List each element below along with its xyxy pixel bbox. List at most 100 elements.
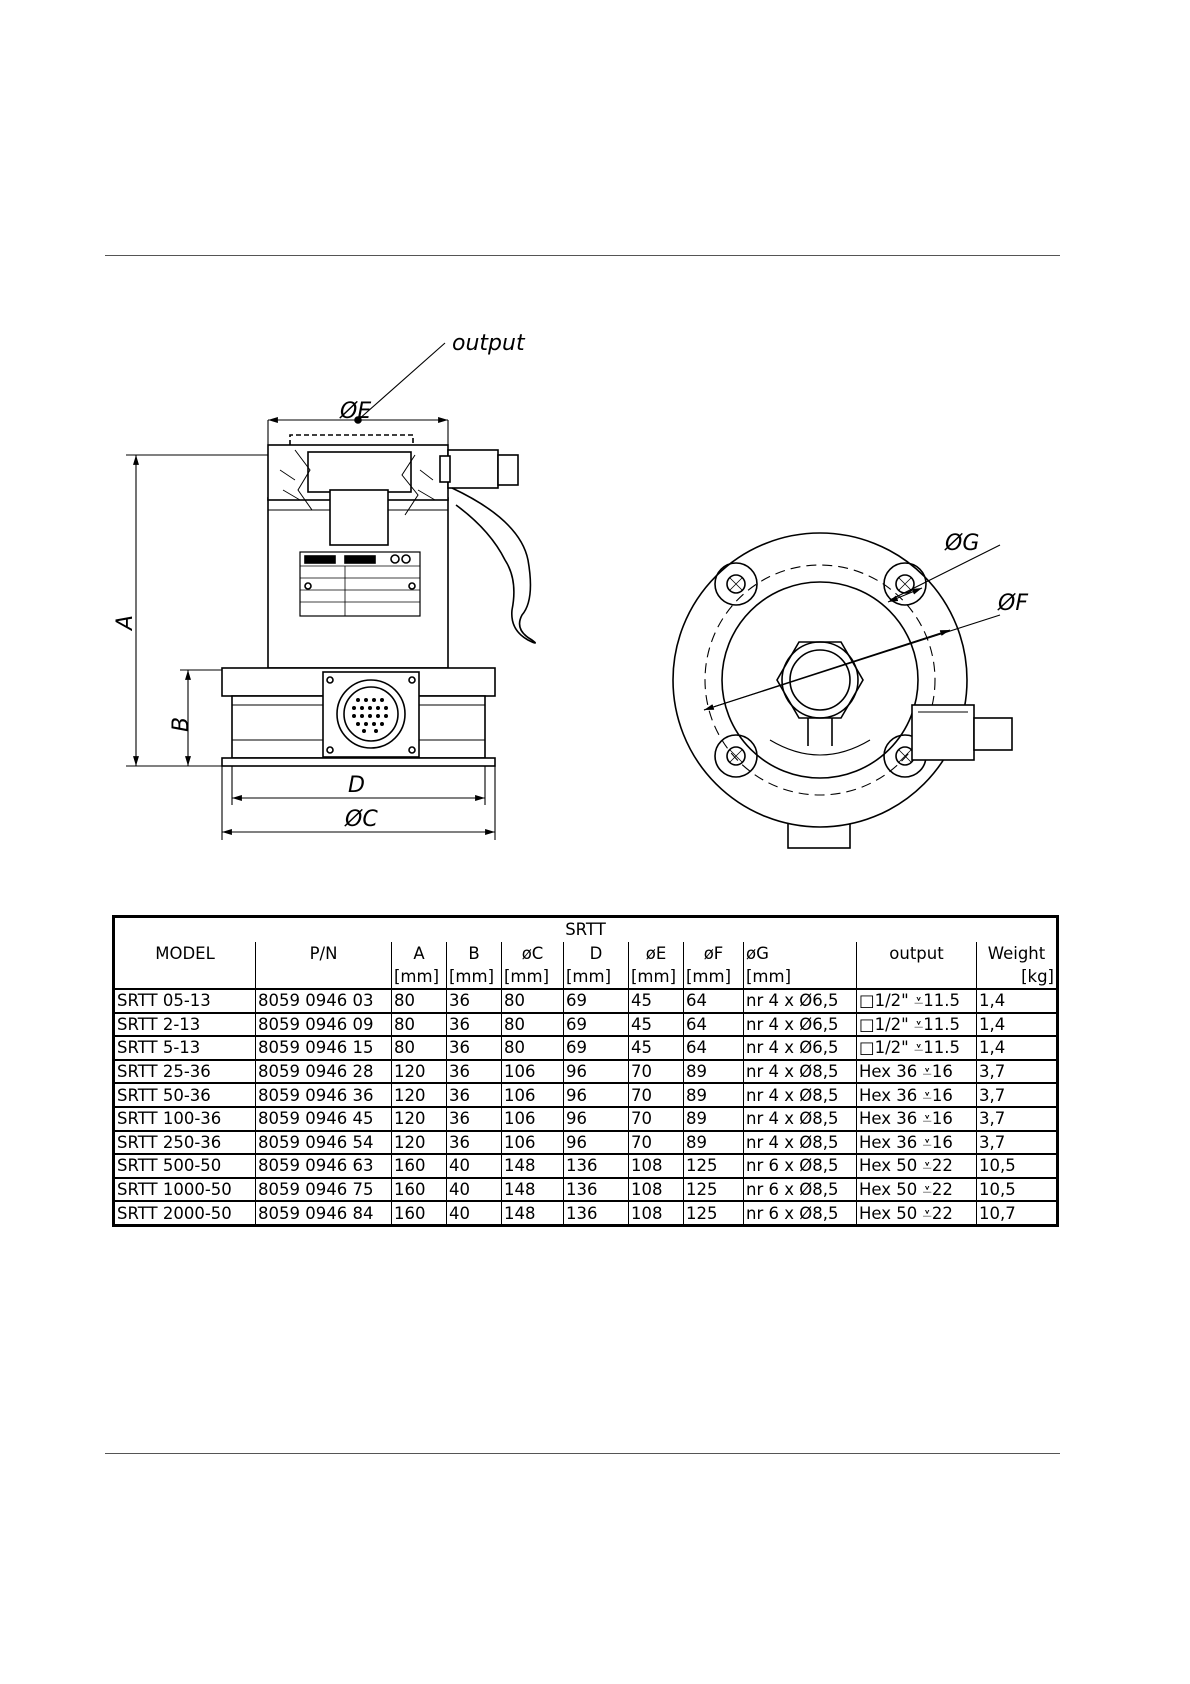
- header-weight: Weight[kg]: [976, 942, 1058, 989]
- cell-a: 160: [391, 1153, 447, 1179]
- cell-g: nr 4 x Ø8,5: [743, 1129, 857, 1155]
- table-title: SRTT: [565, 920, 606, 939]
- cell-weight: 3,7: [976, 1129, 1058, 1155]
- cell-g: nr 4 x Ø8,5: [743, 1058, 857, 1084]
- cell-c: 106: [501, 1082, 564, 1108]
- cell-b: 36: [446, 1011, 502, 1037]
- cell-output: Hex 36 ⩡16: [856, 1082, 977, 1108]
- cell-model: SRTT 50-36: [113, 1082, 256, 1108]
- technical-drawing: output ØE A B D ØC ØG ØF: [113, 331, 1028, 849]
- header-e: øE[mm]: [628, 942, 684, 989]
- cell-model: SRTT 2000-50: [113, 1200, 256, 1226]
- cell-e: 70: [628, 1058, 684, 1084]
- top-rule: [105, 255, 1060, 256]
- cell-g: nr 4 x Ø8,5: [743, 1105, 857, 1132]
- cell-weight: 10,5: [976, 1176, 1058, 1202]
- cell-model: SRTT 250-36: [113, 1129, 256, 1155]
- cell-f: 64: [683, 988, 744, 1014]
- cell-b: 36: [446, 1035, 502, 1061]
- cell-weight: 3,7: [976, 1058, 1058, 1084]
- cell-c: 106: [501, 1058, 564, 1084]
- cell-pn: 8059 0946 36: [255, 1082, 392, 1108]
- cell-c: 148: [501, 1153, 564, 1179]
- cell-e: 70: [628, 1082, 684, 1108]
- cell-f: 89: [683, 1058, 744, 1084]
- cell-g: nr 4 x Ø6,5: [743, 1011, 857, 1037]
- cell-weight: 10,5: [976, 1153, 1058, 1179]
- cell-d: 69: [563, 1035, 629, 1061]
- cell-d: 69: [563, 988, 629, 1014]
- spec-table: SRTT MODEL P/N A[mm] B[mm] øC[mm] D[mm] …: [112, 915, 1059, 1227]
- cell-pn: 8059 0946 09: [255, 1011, 392, 1037]
- cell-output: Hex 36 ⩡16: [856, 1105, 977, 1132]
- cell-pn: 8059 0946 28: [255, 1058, 392, 1084]
- cell-a: 80: [391, 988, 447, 1014]
- top-view: [672, 532, 1013, 849]
- cell-e: 108: [628, 1153, 684, 1179]
- cell-g: nr 4 x Ø6,5: [743, 988, 857, 1014]
- output-label: output: [452, 331, 526, 356]
- cell-pn: 8059 0946 45: [255, 1105, 392, 1132]
- dim-b-label: B: [169, 717, 194, 732]
- header-a: A[mm]: [391, 942, 447, 989]
- cell-e: 45: [628, 988, 684, 1014]
- header-b: B[mm]: [446, 942, 502, 989]
- cell-a: 160: [391, 1176, 447, 1202]
- cell-f: 125: [683, 1200, 744, 1226]
- dim-c-label: ØC: [344, 807, 378, 832]
- cell-model: SRTT 25-36: [113, 1058, 256, 1084]
- cell-c: 148: [501, 1200, 564, 1226]
- cell-d: 96: [563, 1129, 629, 1155]
- cell-d: 136: [563, 1200, 629, 1226]
- cell-c: 80: [501, 988, 564, 1014]
- cell-d: 96: [563, 1058, 629, 1084]
- header-output: output: [856, 942, 977, 989]
- cell-b: 40: [446, 1176, 502, 1202]
- header-g: øG[mm]: [743, 942, 857, 989]
- cell-output: □1/2" ⩡11.5: [856, 1011, 977, 1037]
- cell-d: 136: [563, 1176, 629, 1202]
- cell-model: SRTT 2-13: [113, 1011, 256, 1037]
- cell-weight: 1,4: [976, 1035, 1058, 1061]
- cell-e: 108: [628, 1176, 684, 1202]
- header-c: øC[mm]: [501, 942, 564, 989]
- cell-b: 40: [446, 1153, 502, 1179]
- cell-f: 64: [683, 1011, 744, 1037]
- cell-f: 125: [683, 1176, 744, 1202]
- cell-g: nr 6 x Ø8,5: [743, 1153, 857, 1179]
- cell-weight: 3,7: [976, 1082, 1058, 1108]
- cell-c: 80: [501, 1011, 564, 1037]
- cell-model: SRTT 1000-50: [113, 1176, 256, 1202]
- cell-output: Hex 50 ⩡22: [856, 1200, 977, 1226]
- cell-g: nr 4 x Ø8,5: [743, 1082, 857, 1108]
- dim-e-label: ØE: [339, 399, 371, 424]
- cell-pn: 8059 0946 63: [255, 1153, 392, 1179]
- cell-g: nr 6 x Ø8,5: [743, 1176, 857, 1202]
- cell-a: 120: [391, 1105, 447, 1132]
- cell-b: 36: [446, 988, 502, 1014]
- bottom-rule: [105, 1453, 1060, 1454]
- cell-output: Hex 36 ⩡16: [856, 1129, 977, 1155]
- cell-a: 80: [391, 1011, 447, 1037]
- side-view: [126, 342, 536, 840]
- cell-b: 40: [446, 1200, 502, 1226]
- cell-pn: 8059 0946 03: [255, 988, 392, 1014]
- cell-f: 64: [683, 1035, 744, 1061]
- cell-g: nr 6 x Ø8,5: [743, 1200, 857, 1226]
- dim-d-label: D: [348, 773, 365, 798]
- cell-e: 70: [628, 1105, 684, 1132]
- cell-e: 45: [628, 1035, 684, 1061]
- cell-a: 160: [391, 1200, 447, 1226]
- header-pn: P/N: [255, 942, 392, 989]
- cell-a: 80: [391, 1035, 447, 1061]
- cell-pn: 8059 0946 75: [255, 1176, 392, 1202]
- cell-c: 148: [501, 1176, 564, 1202]
- dim-g-label: ØG: [944, 531, 979, 556]
